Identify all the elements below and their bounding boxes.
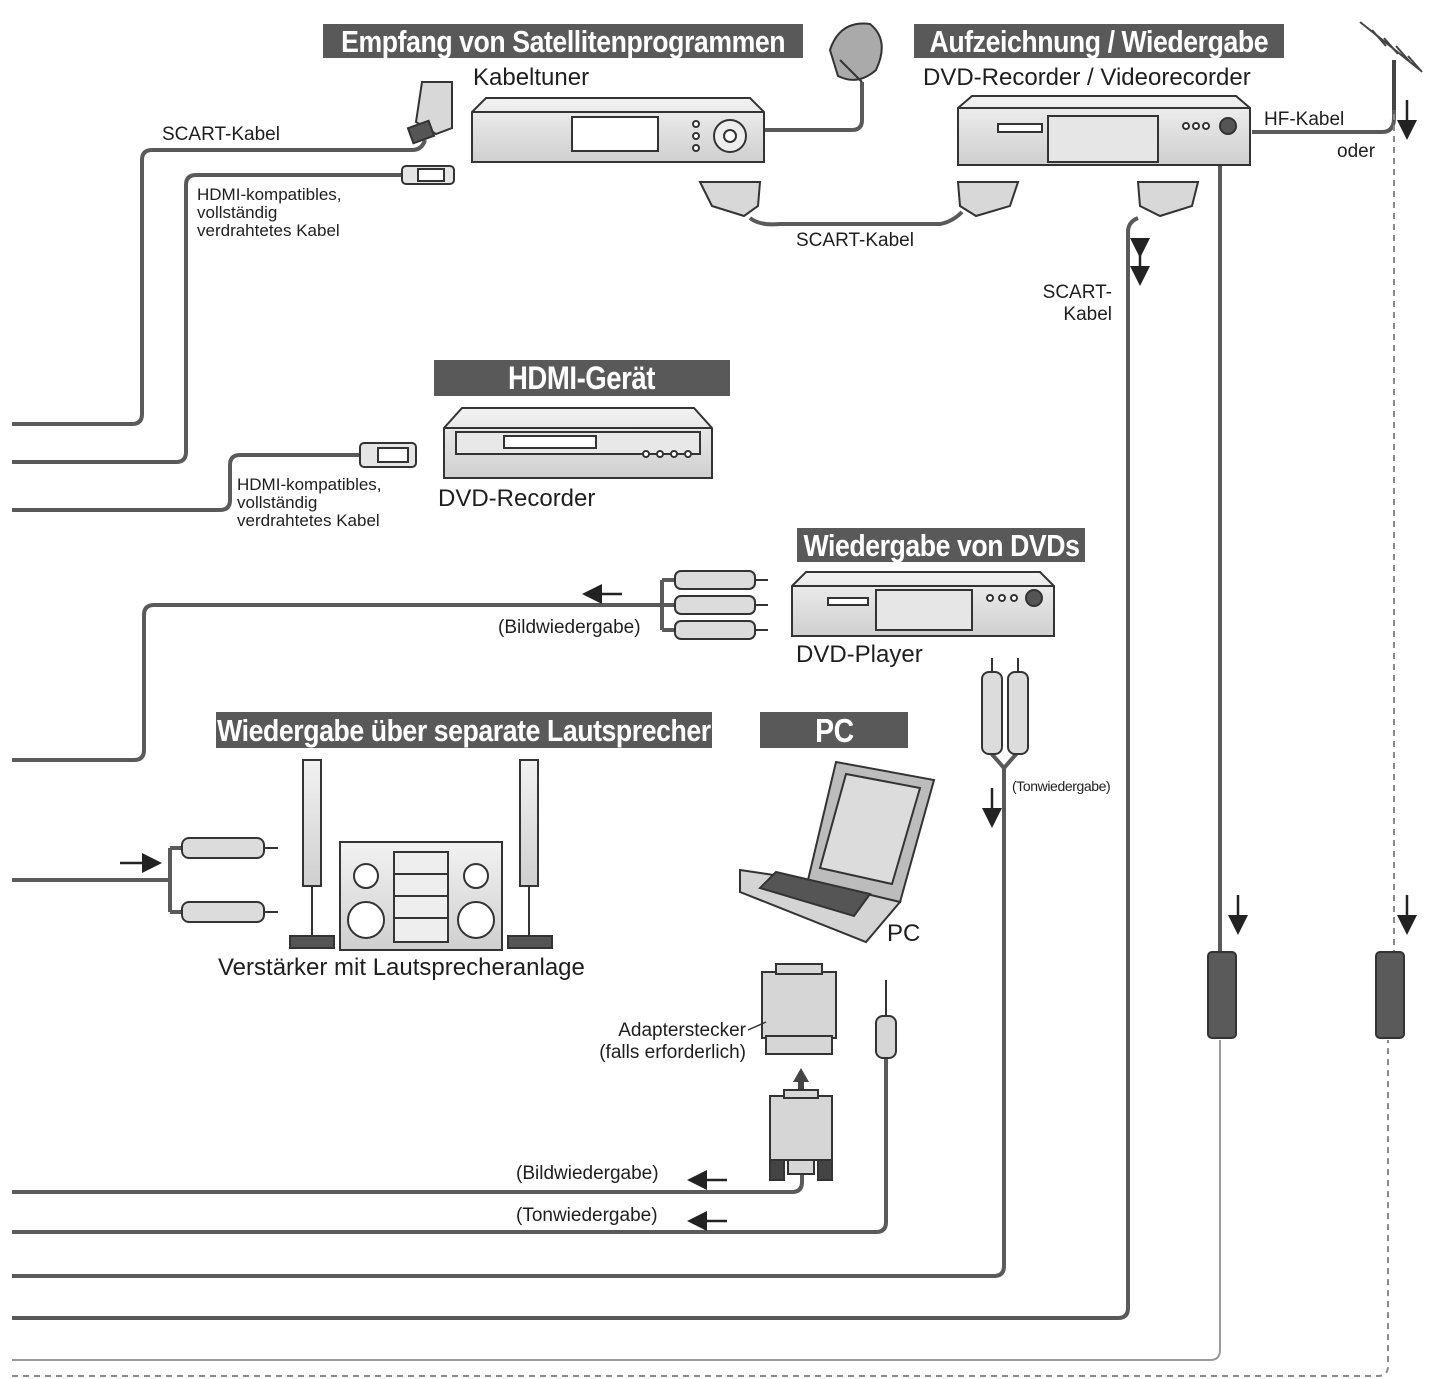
label-dvd-audio: (Tonwiedergabe) <box>1012 778 1111 794</box>
satellite-dish-icon <box>828 22 883 83</box>
antenna-dashed-cable <box>12 70 1395 1377</box>
header-recording: Aufzeichnung / Wiedergabe <box>914 24 1284 58</box>
vga-plug <box>769 1089 833 1181</box>
label-pc-audio: (Tonwiedergabe) <box>516 1205 658 1226</box>
cable-tuner-device <box>471 97 765 163</box>
scart-tuner-cable <box>12 139 427 426</box>
hdmi-plug-tuner <box>401 165 455 185</box>
label-adapter: Adapterstecker (falls erforderlich) <box>599 1020 746 1063</box>
label-pc-video: (Bildwiedergabe) <box>516 1163 659 1184</box>
hdmi-device-cable <box>12 453 360 512</box>
dvd-video-cable <box>12 603 662 762</box>
label-cable-tuner: Kabeltuner <box>473 64 590 91</box>
rca-amp-plugs <box>181 837 278 923</box>
hdmi-plug-device <box>359 442 417 468</box>
label-hdmi-tuner: HDMI-kompatibles, vollständig verdrahtet… <box>197 185 342 240</box>
audio-jack-plug <box>875 980 897 1059</box>
pc-video-cable <box>12 1175 804 1194</box>
rf-tv-cable <box>12 1040 1221 1361</box>
hdmi-tuner-cable <box>12 173 402 464</box>
rf-plugs <box>1207 951 1405 1039</box>
label-scart-tuner: SCART-Kabel <box>162 124 280 145</box>
scart-plugs-between <box>698 181 1200 218</box>
antenna-icon <box>1359 21 1423 110</box>
label-amplifier: Verstärker mit Lautsprecheranlage <box>218 954 585 981</box>
label-dvd-vcr: DVD-Recorder / Videorecorder <box>923 64 1251 91</box>
dvd-audio-cable <box>12 768 1006 1278</box>
rca-video-plugs <box>674 570 768 640</box>
label-hdmi-device: HDMI-kompatibles, vollständig verdrahtet… <box>237 475 382 530</box>
label-pc: PC <box>887 920 921 947</box>
label-hf-cable: HF-Kabel <box>1264 109 1345 130</box>
scart-plug-tuner <box>406 81 453 145</box>
scart-recorder-cable <box>12 216 1139 1320</box>
rca-audio-plugs <box>981 658 1029 755</box>
arrows <box>120 100 1417 1231</box>
label-scart-recorder: SCART- Kabel <box>1042 282 1112 325</box>
arrow-adapter-up <box>793 1068 809 1090</box>
speaker-system-device <box>289 759 553 951</box>
vga-adapter <box>761 963 837 1055</box>
label-scart-between: SCART-Kabel <box>796 230 914 251</box>
hdmi-dvd-recorder-device <box>443 407 713 479</box>
header-pc: PC <box>760 712 908 748</box>
header-dvd-playback: Wiedergabe von DVDs <box>797 528 1085 562</box>
pc-audio-cable <box>12 1058 888 1234</box>
cables <box>12 70 1396 1320</box>
label-dvd-player: DVD-Player <box>796 641 923 668</box>
laptop-device <box>739 760 936 944</box>
dvd-player-device <box>791 571 1055 637</box>
label-dvd-video: (Bildwiedergabe) <box>498 617 641 638</box>
header-hdmi-device: HDMI-Gerät <box>434 360 730 396</box>
dvd-vcr-device <box>957 95 1251 166</box>
label-oder: oder <box>1337 141 1376 162</box>
header-speakers: Wiedergabe über separate Lautsprecher <box>216 712 712 748</box>
label-hdmi-dvd-recorder: DVD-Recorder <box>438 485 596 512</box>
header-satellite: Empfang von Satellitenprogrammen <box>323 24 803 58</box>
